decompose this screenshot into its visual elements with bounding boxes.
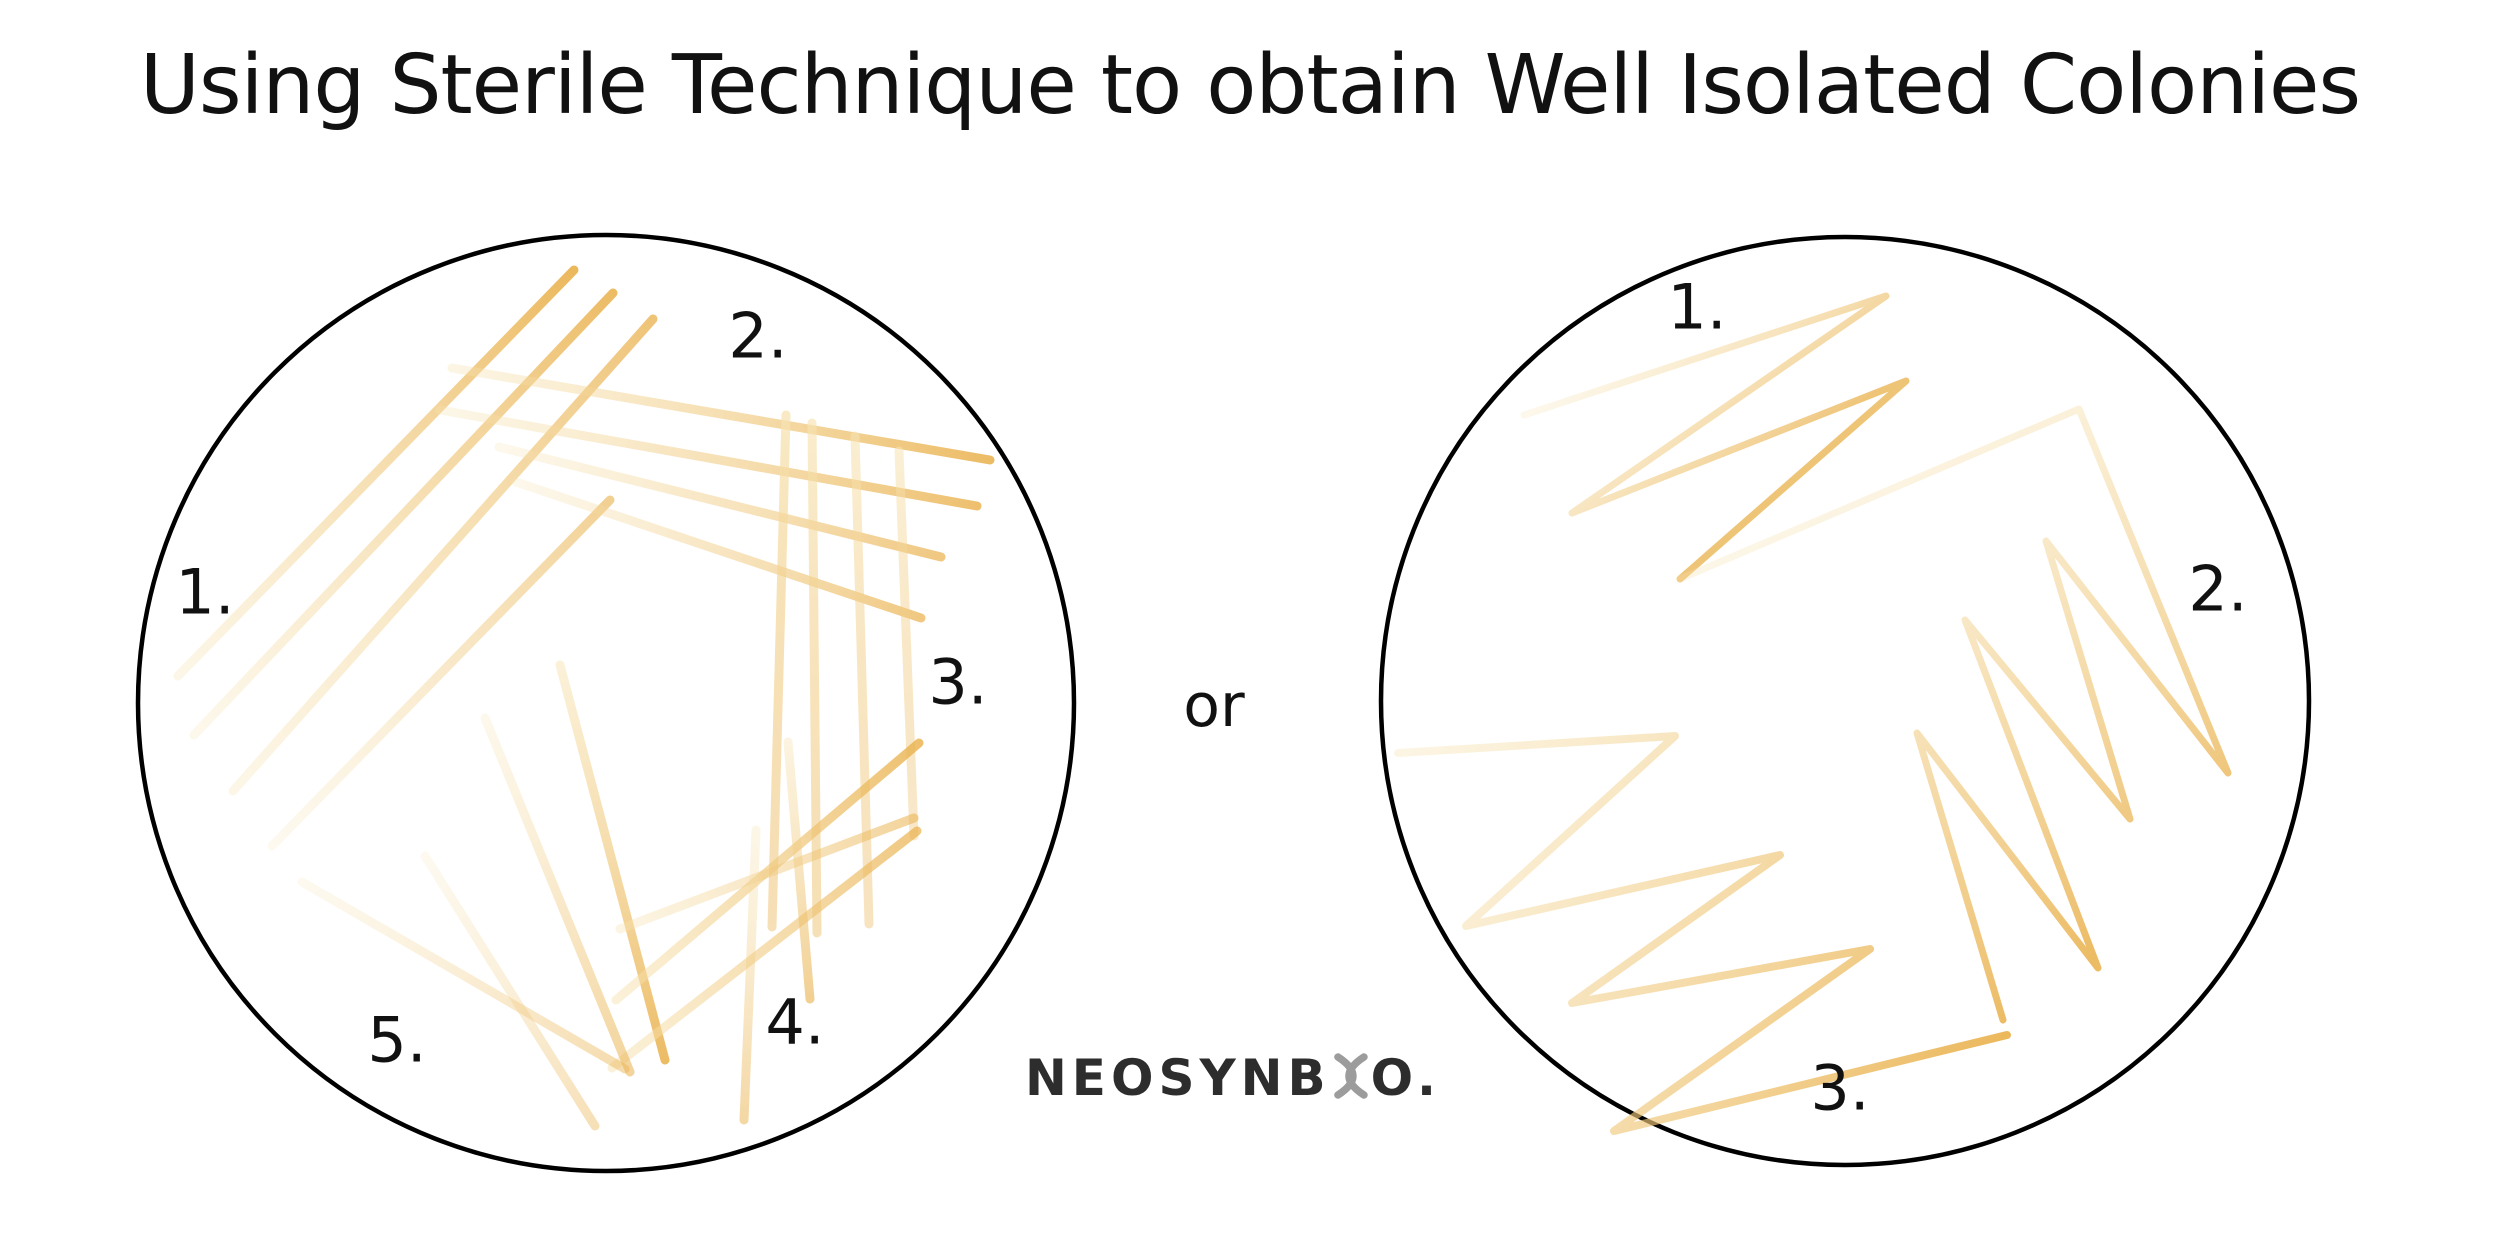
left-petri-dish-streak-line — [511, 477, 926, 623]
left-petri-dish-streak-line — [447, 363, 995, 465]
left-petri-dish-streak-line — [783, 737, 815, 1004]
left-petri-dish-streak-line — [435, 405, 982, 511]
right-petri-dish-step-label-3: 3. — [1810, 1051, 1870, 1125]
left-petri-dish-streak-line — [228, 314, 658, 796]
left-petri-dish-streak-line — [494, 442, 946, 562]
left-petri-dish-streak-line — [267, 495, 615, 851]
left-petri-dish-streak-line — [555, 660, 670, 1065]
left-petri-dish-streak-line — [173, 265, 579, 681]
left-petri-dish-step-label-4: 4. — [765, 985, 825, 1059]
right-petri-dish-streak-line — [1520, 292, 1910, 583]
left-petri-dish-streak-line — [894, 446, 919, 841]
left-petri-dish-streak-line — [480, 713, 635, 1077]
left-petri-dish-streak-line — [739, 825, 761, 1125]
right-petri-dish-step-label-1: 1. — [1667, 270, 1727, 344]
left-petri-dish-step-label-5: 5. — [367, 1003, 427, 1077]
logo: NEOSYNB O. — [1025, 1049, 1441, 1107]
right-petri-dish-streak-line — [1676, 405, 2232, 1024]
left-petri-dish-step-label-2: 2. — [728, 299, 788, 373]
left-petri-dish-streak-line — [615, 813, 919, 934]
logo-text-after: O. — [1370, 1049, 1442, 1107]
left-petri-dish-streak-line — [807, 418, 822, 938]
right-petri-dish-outline — [1378, 234, 2312, 1168]
left-petri-dish-streak-line — [607, 826, 922, 1073]
left-petri-dish-outline — [135, 232, 1077, 1174]
left-petri-dish-step-label-1: 1. — [175, 555, 235, 629]
right-petri-dish-step-label-2: 2. — [2188, 552, 2248, 626]
left-petri-dish-streak-line — [189, 288, 618, 740]
or-connector-label: or — [1183, 671, 1245, 741]
left-petri-dish-streak-line — [297, 877, 630, 1074]
left-petri-dish-streak-line — [767, 410, 791, 932]
left-petri-dish-streak-line — [420, 851, 600, 1131]
logo-text-before: NEOSYNB — [1024, 1049, 1331, 1107]
left-petri-dish-streak-line — [850, 431, 874, 929]
page-title: Using Sterile Technique to obtain Well I… — [139, 38, 2361, 133]
left-petri-dish-step-label-3: 3. — [928, 645, 988, 719]
right-petri-dish-streak-line — [1394, 732, 2011, 1135]
dna-x-icon — [1333, 1052, 1369, 1104]
